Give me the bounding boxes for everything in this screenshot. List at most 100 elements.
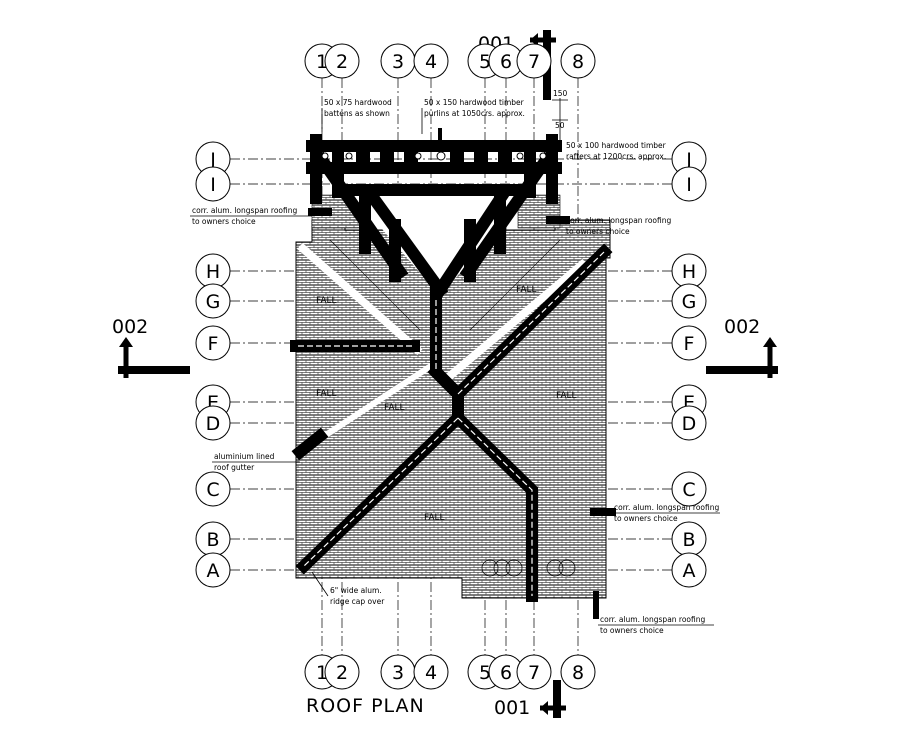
grid-bubble-column-top: 2	[324, 43, 360, 79]
svg-text:6: 6	[500, 51, 512, 73]
grid-bubble-column-bottom: 7	[516, 654, 552, 690]
grid-bubble-row-left: G	[195, 283, 231, 319]
svg-text:2: 2	[336, 51, 348, 73]
svg-text:2: 2	[336, 662, 348, 684]
svg-text:A: A	[207, 560, 220, 582]
svg-text:roof gutter: roof gutter	[214, 463, 255, 472]
svg-text:corr. alum. longspan roofing: corr. alum. longspan roofing	[614, 503, 719, 512]
grid-bubble-row-right: F	[671, 325, 707, 361]
svg-text:3: 3	[392, 662, 404, 684]
grid-bubble-row-left: F	[195, 325, 231, 361]
grid-bubble-column-bottom: 3	[380, 654, 416, 690]
svg-text:4: 4	[425, 662, 437, 684]
drain-markers	[481, 559, 576, 577]
svg-text:4: 4	[425, 51, 437, 73]
svg-text:J: J	[685, 149, 692, 171]
svg-text:7: 7	[528, 662, 540, 684]
svg-text:50 x 100 hardwood timber: 50 x 100 hardwood timber	[566, 141, 667, 150]
grid-bubble-column-bottom: 8	[560, 654, 596, 690]
grid-bubble-column-bottom: 2	[324, 654, 360, 690]
svg-text:C: C	[682, 479, 695, 501]
bolt-circles	[321, 151, 547, 161]
grid-bubble-row-left: H	[195, 253, 231, 289]
section-mark-left: 002	[112, 316, 190, 378]
svg-text:corr. alum. longspan roofing: corr. alum. longspan roofing	[566, 216, 671, 225]
svg-text:H: H	[682, 261, 696, 283]
grid-bubble-row-right: C	[671, 471, 707, 507]
svg-text:purlins at 1050crs. approx.: purlins at 1050crs. approx.	[424, 109, 525, 118]
svg-text:to owners choice: to owners choice	[600, 626, 664, 635]
grid-bubble-row-left: A	[195, 552, 231, 588]
svg-text:1: 1	[316, 662, 328, 684]
svg-text:001: 001	[494, 697, 530, 719]
svg-text:002: 002	[112, 316, 148, 338]
svg-text:A: A	[683, 560, 696, 582]
fall-labels: FALL FALL FALL FALL FALL FALL	[316, 285, 577, 523]
fall-label: FALL	[316, 296, 337, 306]
note-roofing-left: corr. alum. longspan roofing to owners c…	[190, 206, 312, 226]
svg-text:to owners choice: to owners choice	[192, 217, 256, 226]
grid-bubble-row-left: D	[195, 405, 231, 441]
svg-text:corr. alum. longspan roofing: corr. alum. longspan roofing	[192, 206, 297, 215]
ridge-cap-dash-3	[457, 417, 533, 596]
grid-bubble-row-left: I	[195, 166, 231, 202]
note-ridge-cap: 6" wide alum. ridge cap over	[311, 571, 385, 606]
svg-text:D: D	[682, 413, 697, 435]
drawing-title: ROOF PLAN	[306, 695, 425, 717]
ridge-cap-dash-1	[457, 251, 605, 395]
svg-text:50 x 75 hardwood: 50 x 75 hardwood	[324, 98, 392, 107]
grid-bubble-row-right: G	[671, 283, 707, 319]
hip-strip-upper-right	[442, 258, 588, 384]
grid-bubble-column-top: 3	[380, 43, 416, 79]
grid-bubble-row-left: B	[195, 521, 231, 557]
valley-strip-left	[329, 239, 421, 331]
hip-lower-left	[295, 409, 467, 575]
grid-bubble-column-bottom: 4	[413, 654, 449, 690]
svg-text:6: 6	[500, 662, 512, 684]
note-roofing-right-mid: corr. alum. longspan roofing to owners c…	[612, 503, 720, 523]
svg-text:aluminium lined: aluminium lined	[214, 452, 275, 461]
svg-text:G: G	[682, 291, 697, 313]
note-purlins: 50 x 150 hardwood timber purlins at 1050…	[421, 98, 525, 134]
svg-text:I: I	[686, 174, 692, 196]
dimension-marks: 150 50	[552, 89, 568, 140]
svg-text:7: 7	[528, 51, 540, 73]
grid-bubble-column-top: 4	[413, 43, 449, 79]
grid-bubble-row-right: A	[671, 552, 707, 588]
grid-bubble-row-right: I	[671, 166, 707, 202]
svg-text:rafters at 1200crs. approx.: rafters at 1200crs. approx.	[566, 152, 666, 161]
svg-text:ridge cap over: ridge cap over	[330, 597, 385, 606]
svg-text:8: 8	[572, 662, 584, 684]
svg-text:H: H	[206, 261, 220, 283]
ridge-marker	[438, 128, 442, 140]
gutter-short	[291, 427, 329, 461]
grid-bubble-column-top: 8	[560, 43, 596, 79]
truss-diagonal-right	[459, 151, 555, 281]
ridge-lines	[290, 208, 616, 619]
note-roofing-bottom: corr. alum. longspan roofing to owners c…	[598, 615, 714, 635]
svg-text:6" wide alum.: 6" wide alum.	[330, 586, 382, 595]
note-rafters: 50 x 100 hardwood timber rafters at 1200…	[566, 141, 667, 161]
svg-text:battens as shown: battens as shown	[324, 109, 390, 118]
grid-bubble-column-top: 7	[516, 43, 552, 79]
svg-text:J: J	[209, 149, 216, 171]
note-gutter: aluminium lined roof gutter	[212, 452, 300, 472]
svg-text:I: I	[210, 174, 216, 196]
svg-text:8: 8	[572, 51, 584, 73]
note-roofing-right-top: corr. alum. longspan roofing to owners c…	[566, 216, 671, 236]
svg-text:1: 1	[316, 51, 328, 73]
roof-framing	[306, 128, 562, 299]
svg-text:002: 002	[724, 316, 760, 338]
annotations: 50 x 75 hardwood battens as shown 50 x 1…	[190, 89, 720, 635]
svg-text:B: B	[682, 529, 695, 551]
svg-text:5: 5	[479, 51, 491, 73]
valley-strip-right	[469, 239, 561, 331]
section-mark-right: 002	[706, 316, 778, 378]
svg-text:to owners choice: to owners choice	[566, 227, 630, 236]
grid-bubble-row-right: H	[671, 253, 707, 289]
grid-bubble-row-left: C	[195, 471, 231, 507]
svg-text:to owners choice: to owners choice	[614, 514, 678, 523]
svg-text:5: 5	[479, 662, 491, 684]
svg-text:corr. alum. longspan roofing: corr. alum. longspan roofing	[600, 615, 705, 624]
